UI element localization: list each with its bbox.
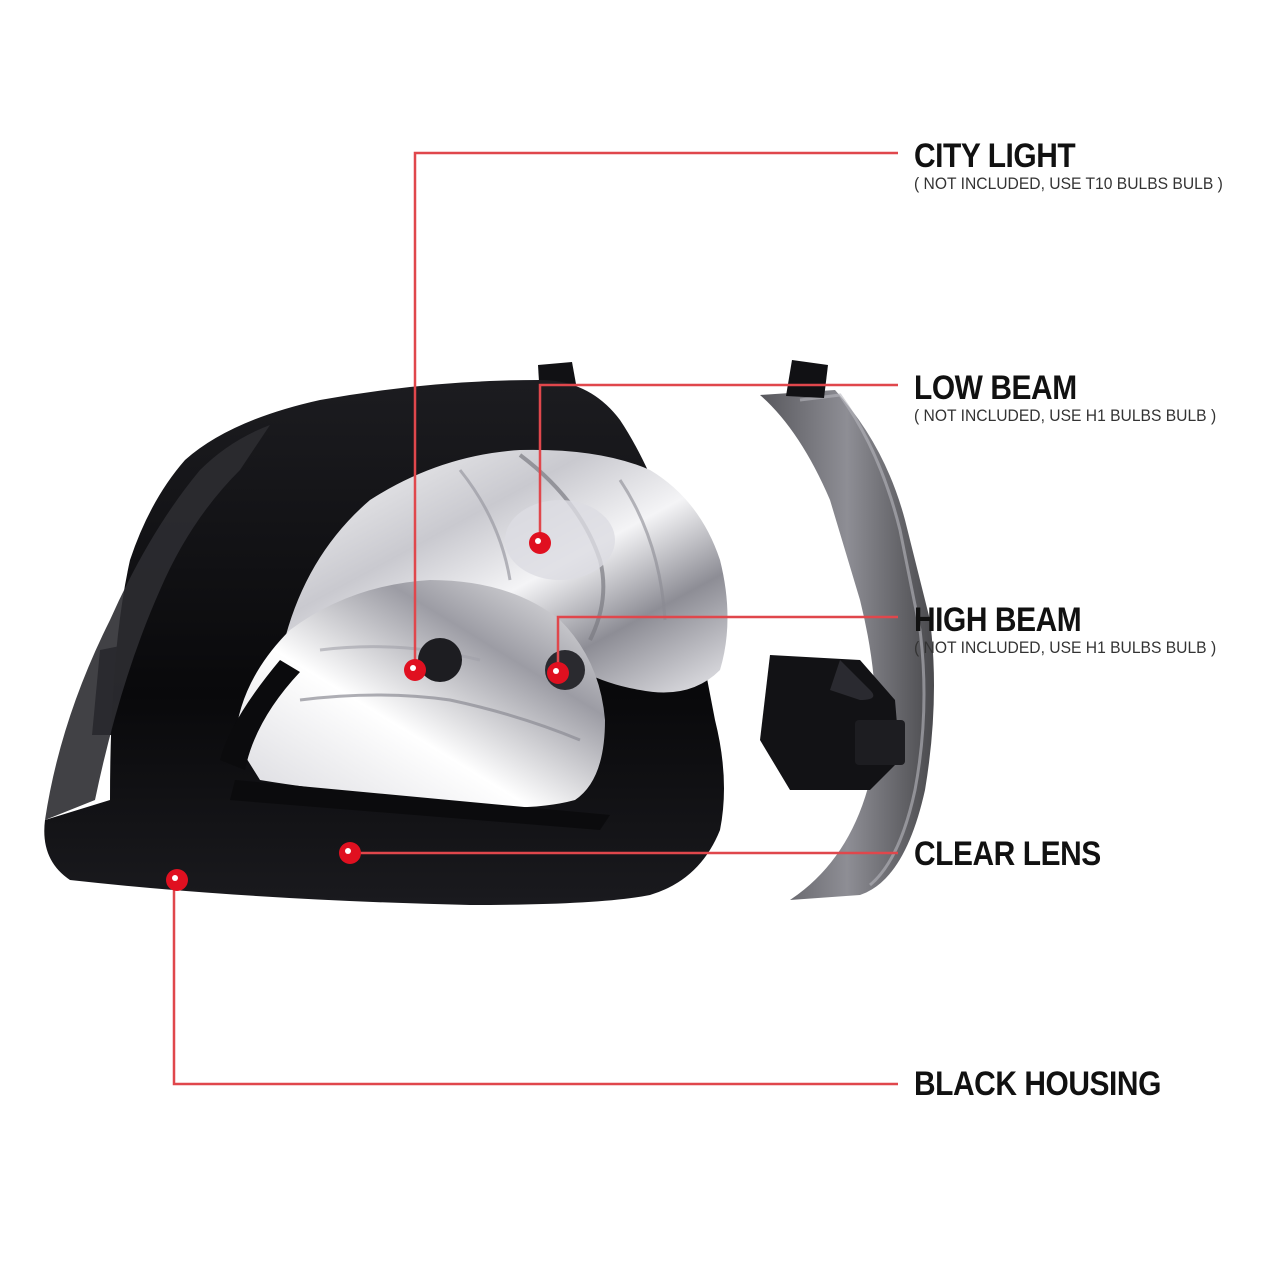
high-beam-reflector [235, 580, 605, 808]
callout-dots [166, 532, 569, 891]
callout-title: BLACK HOUSING [914, 1065, 1161, 1103]
lens-side-edge [760, 390, 934, 900]
callout-low-beam: LOW BEAM ( NOT INCLUDED, USE H1 BULBS BU… [914, 370, 1242, 426]
callout-title: CLEAR LENS [914, 835, 1101, 873]
inner-bezel [220, 660, 610, 830]
city-light-dot [404, 659, 426, 681]
rear-connector [760, 655, 905, 790]
low-beam-leader [538, 383, 898, 543]
low-beam-dot [529, 532, 551, 554]
callout-clear-lens: CLEAR LENS [914, 836, 1126, 872]
callout-black-housing: BLACK HOUSING [914, 1066, 1195, 1102]
black-housing-dot [166, 869, 188, 891]
callout-note: ( NOT INCLUDED, USE H1 BULBS BULB ) [914, 638, 1217, 657]
clear-lens-dot [339, 842, 361, 864]
callout-title: CITY LIGHT [914, 137, 1076, 175]
callout-lines [172, 151, 898, 1086]
callout-title: LOW BEAM [914, 369, 1077, 407]
black-housing-leader [172, 880, 898, 1086]
callout-high-beam: HIGH BEAM ( NOT INCLUDED, USE H1 BULBS B… [914, 602, 1242, 658]
low-beam-reflector [280, 449, 728, 693]
high-beam-leader [556, 615, 898, 673]
callout-title: HIGH BEAM [914, 601, 1082, 639]
callout-note: ( NOT INCLUDED, USE H1 BULBS BULB ) [914, 406, 1217, 425]
callout-city-light: CITY LIGHT ( NOT INCLUDED, USE T10 BULBS… [914, 138, 1250, 194]
callout-note: ( NOT INCLUDED, USE T10 BULBS BULB ) [914, 174, 1223, 193]
high-beam-dot [547, 662, 569, 684]
city-light-leader [413, 151, 898, 670]
